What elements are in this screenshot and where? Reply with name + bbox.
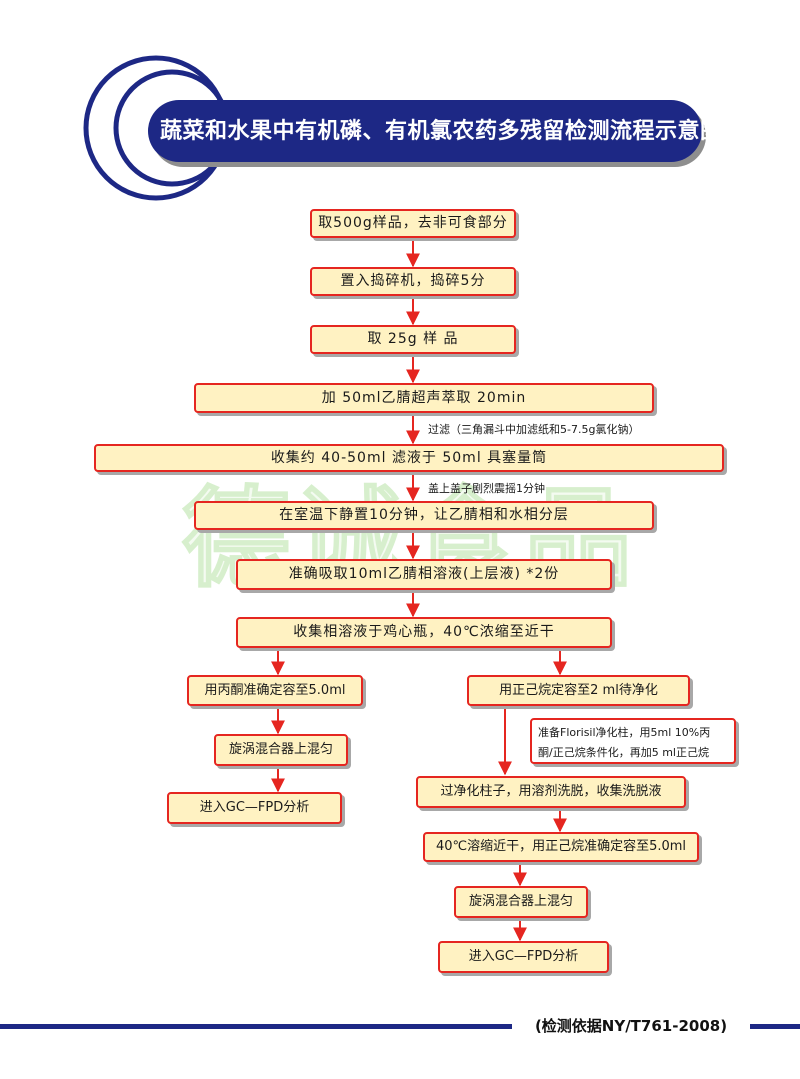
left-step-acetone: 用丙酮准确定容至5.0ml: [187, 675, 363, 706]
step-concentrate: 收集相溶液于鸡心瓶，40℃浓缩至近干: [236, 617, 612, 648]
florisil-note-line-1: 准备Florisil净化柱，用5ml 10%丙: [538, 726, 711, 739]
right-step-hexane: 用正己烷定容至2 ml待净化: [467, 675, 690, 706]
step-pipette: 准确吸取10ml乙腈相溶液(上层液) *2份: [236, 559, 612, 590]
right-step-evaporate: 40℃溶缩近干，用正己烷准确定容至5.0ml: [423, 832, 699, 862]
florisil-note-line-2: 酮/正己烷条件化，再加5 ml正己烷: [538, 746, 709, 759]
step-extract: 加 50ml乙腈超声萃取 20min: [194, 383, 654, 413]
left-step-vortex: 旋涡混合器上混匀: [214, 734, 348, 766]
step-collect-filtrate: 收集约 40-50ml 滤液于 50ml 具塞量筒: [94, 444, 724, 472]
page-title: 蔬菜和水果中有机磷、有机氯农药多残留检测流程示意图: [160, 118, 723, 144]
annotation-shake: 盖上盖子剧烈震摇1分钟: [428, 482, 545, 495]
step-sample: 取500g样品，去非可食部分: [310, 209, 516, 238]
annotation-filter: 过滤（三角漏斗中加滤纸和5-7.5g氯化钠）: [428, 423, 640, 436]
footer-rule-left: [0, 1024, 512, 1029]
florisil-note: 准备Florisil净化柱，用5ml 10%丙 酮/正己烷条件化，再加5 ml正…: [530, 718, 736, 764]
left-step-gc-fpd: 进入GC—FPD分析: [167, 792, 342, 824]
footer-rule-right: [750, 1024, 800, 1029]
step-take-25g: 取 25g 样 品: [310, 325, 516, 354]
step-stand-separate: 在室温下静置10分钟，让乙腈相和水相分层: [194, 501, 654, 530]
right-step-column: 过净化柱子，用溶剂洗脱，收集洗脱液: [416, 776, 686, 808]
title-banner: [148, 100, 702, 162]
footer-standard-ref: (检测依据NY/T761-2008): [534, 1017, 728, 1035]
right-step-gc-fpd: 进入GC—FPD分析: [438, 941, 609, 973]
right-step-vortex: 旋涡混合器上混匀: [454, 886, 588, 918]
step-crush: 置入捣碎机，捣碎5分: [310, 267, 516, 296]
